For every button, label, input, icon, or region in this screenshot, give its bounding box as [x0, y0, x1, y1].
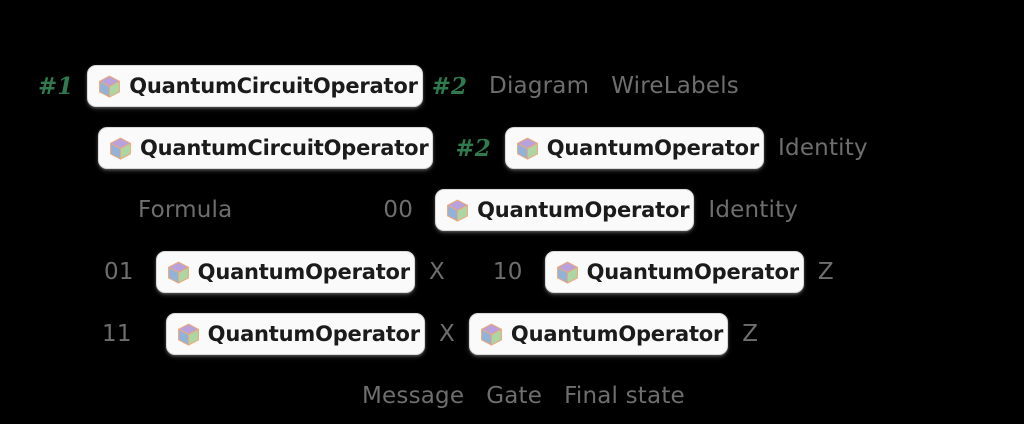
- pill-label: QuantumOperator: [477, 198, 690, 222]
- label-gate-x: X: [428, 259, 445, 285]
- label-diagram: Diagram: [489, 73, 590, 99]
- label-gate-x: X: [438, 321, 455, 347]
- pill-quantum-circuit-operator[interactable]: QuantumCircuitOperator: [87, 65, 423, 107]
- label-formula: Formula: [138, 197, 233, 223]
- expression-row-5: 11 QuantumOperator X: [0, 306, 1024, 362]
- label-gate-z: Z: [817, 259, 834, 285]
- slot-marker-2: #2: [455, 134, 491, 162]
- pill-label: QuantumCircuitOperator: [129, 74, 418, 98]
- pill-quantum-operator[interactable]: QuantumOperator: [155, 251, 415, 293]
- label-basis-00: 00: [383, 197, 414, 223]
- pill-label: QuantumOperator: [207, 322, 420, 346]
- label-gate: Gate: [486, 383, 543, 409]
- expression-row-4: 01 QuantumOperator X 10: [0, 244, 1024, 300]
- pill-quantum-operator[interactable]: QuantumOperator: [435, 189, 695, 231]
- label-message: Message: [362, 383, 465, 409]
- cube-icon: [176, 322, 201, 347]
- expression-row-1: #1 QuantumCircuitOperator #2 Diagram Wir…: [0, 58, 1024, 114]
- pill-quantum-operator[interactable]: QuantumOperator: [504, 127, 765, 169]
- pill-label: QuantumCircuitOperator: [140, 136, 429, 160]
- cube-icon: [166, 260, 191, 285]
- cube-icon: [97, 74, 122, 99]
- cube-icon: [515, 136, 540, 161]
- label-wirelabels: WireLabels: [611, 73, 739, 99]
- pill-label: QuantumOperator: [510, 322, 724, 346]
- expression-row-2: QuantumCircuitOperator #2 QuantumOperato…: [0, 120, 1024, 176]
- label-basis-10: 10: [492, 259, 523, 285]
- label-basis-11: 11: [102, 321, 132, 347]
- cube-icon: [108, 136, 133, 161]
- pill-label: QuantumOperator: [546, 136, 760, 160]
- label-final-state: Final state: [564, 383, 685, 409]
- pill-quantum-operator[interactable]: QuantumOperator: [544, 251, 804, 293]
- pill-quantum-operator[interactable]: QuantumOperator: [165, 313, 425, 355]
- label-basis-01: 01: [104, 259, 134, 285]
- label-gate-z: Z: [742, 321, 759, 347]
- expression-row-3: Formula 00 QuantumOperator Identity: [0, 182, 1024, 238]
- slot-marker-2: #2: [431, 72, 468, 100]
- expression-row-6: Message Gate Final state: [0, 368, 1024, 424]
- cube-icon: [445, 198, 470, 223]
- pill-label: QuantumOperator: [197, 260, 410, 284]
- cube-icon: [479, 322, 504, 347]
- pill-label: QuantumOperator: [586, 260, 799, 284]
- pill-quantum-circuit-operator[interactable]: QuantumCircuitOperator: [98, 127, 434, 169]
- slot-marker-1: #1: [38, 72, 74, 100]
- pill-quantum-operator[interactable]: QuantumOperator: [468, 313, 729, 355]
- cube-icon: [555, 260, 580, 285]
- label-identity: Identity: [708, 197, 799, 223]
- label-identity: Identity: [778, 135, 868, 161]
